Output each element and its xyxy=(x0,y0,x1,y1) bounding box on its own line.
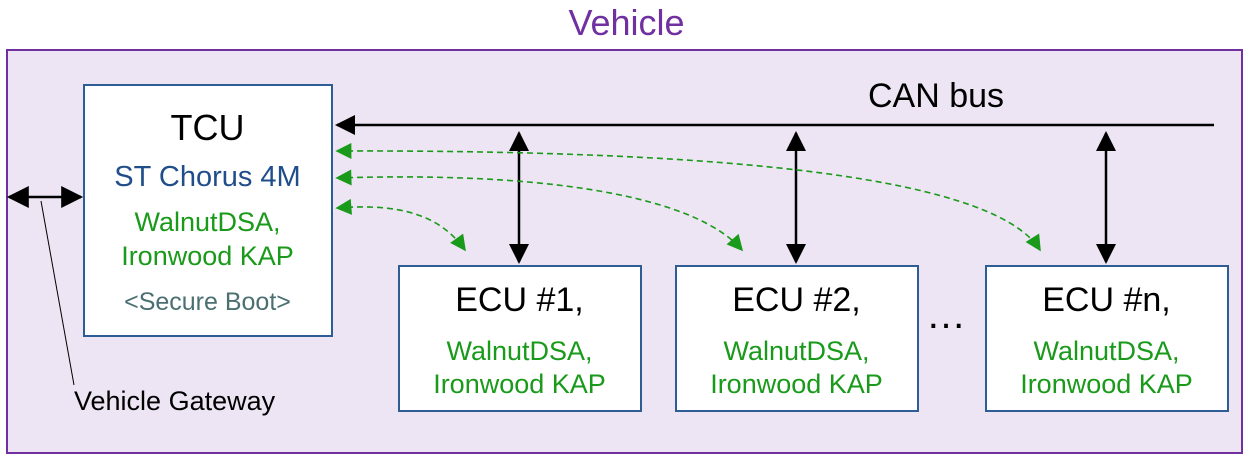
tcu-title: TCU xyxy=(170,107,245,148)
ecu-algo-line1: WalnutDSA, xyxy=(1033,336,1180,366)
ecu-title: ECU #1, xyxy=(455,281,584,319)
vehicle-gateway-label: Vehicle Gateway xyxy=(74,386,276,416)
ecu-title: ECU #2, xyxy=(732,281,861,319)
ecu-algo-line2: Ironwood KAP xyxy=(710,369,883,399)
ecu-algo-line1: WalnutDSA, xyxy=(446,336,593,366)
gateway-leader-line xyxy=(40,200,75,386)
ecu-algo-line1: WalnutDSA, xyxy=(723,336,870,366)
ecu-algo-line2: Ironwood KAP xyxy=(1020,369,1193,399)
ecu-box-2: ECU #2, WalnutDSA, Ironwood KAP xyxy=(675,265,919,412)
tcu-box: TCU ST Chorus 4M WalnutDSA, Ironwood KAP… xyxy=(83,84,333,337)
tcu-secure-boot-label: <Secure Boot> xyxy=(124,288,291,316)
can-bus-label: CAN bus xyxy=(868,77,1005,115)
ecu-algo-line2: Ironwood KAP xyxy=(433,369,606,399)
tcu-algo-line1: WalnutDSA, xyxy=(134,207,281,237)
ecu-box-n: ECU #n, WalnutDSA, Ironwood KAP xyxy=(985,265,1229,412)
vehicle-title: Vehicle xyxy=(568,2,685,43)
tcu-algo-line2: Ironwood KAP xyxy=(121,241,294,271)
tcu-chip-label: ST Chorus 4M xyxy=(114,161,301,193)
more-ecus-ellipsis: … xyxy=(926,293,968,337)
ecu-title: ECU #n, xyxy=(1042,281,1171,319)
secure-link-ecu-1 xyxy=(335,198,466,252)
secure-link-ecu-n xyxy=(335,142,1041,252)
secure-link-ecu-2 xyxy=(335,169,744,252)
ecu-box-1: ECU #1, WalnutDSA, Ironwood KAP xyxy=(398,265,642,412)
